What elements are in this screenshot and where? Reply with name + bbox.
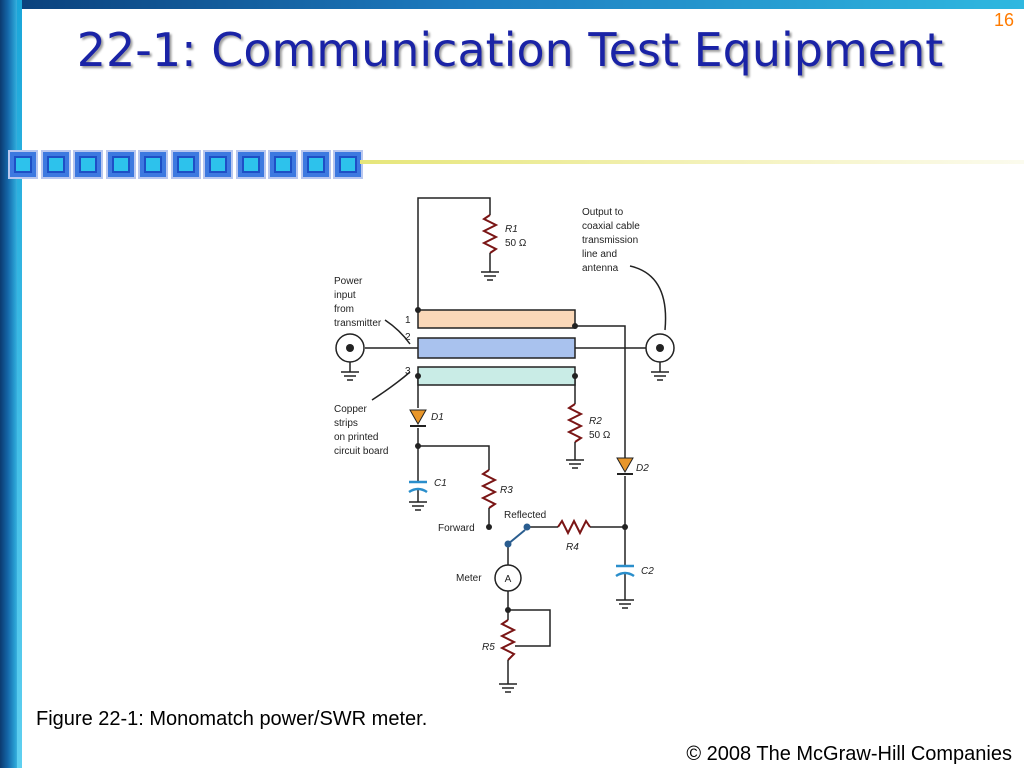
figure-caption: Figure 22-1: Monomatch power/SWR meter. [36, 708, 428, 730]
square-decoration [203, 150, 233, 179]
wire [417, 197, 491, 310]
output-note: Output to coaxial cable transmission lin… [582, 207, 643, 274]
square-decoration [300, 150, 331, 179]
left-accent-band [0, 0, 22, 768]
ground-symbols [341, 271, 669, 693]
strip-1-label: 1 [405, 315, 411, 326]
square-decoration [73, 150, 103, 179]
square-decoration [333, 150, 363, 179]
slide-number: 16 [993, 10, 1014, 30]
r4-label: R4 [566, 542, 579, 553]
square-decoration [170, 150, 201, 179]
wire [418, 445, 490, 470]
copper-strips-arrow [371, 371, 411, 401]
decorative-squares [8, 150, 366, 181]
swr-meter-circuit-diagram: A Output to coaxial cable transmission l… [334, 197, 675, 693]
meter-symbol: A [505, 574, 512, 585]
c1-capacitor-plate [408, 487, 428, 494]
output-arrow [629, 265, 667, 331]
d2-diode [616, 457, 634, 475]
d1-diode [409, 409, 427, 427]
r5-resistor [499, 619, 517, 661]
r3-resistor [480, 469, 498, 509]
junction-dots [415, 307, 628, 613]
input-coax-connector [335, 333, 365, 363]
r1-resistor [481, 214, 499, 254]
switch-contacts [504, 523, 531, 548]
copper-strips-note: Copper strips on printed circuit board [334, 404, 388, 457]
d2-label: D2 [636, 463, 649, 474]
c1-label: C1 [434, 478, 447, 489]
power-input-note: Power input from transmitter [334, 276, 382, 329]
wire [508, 609, 551, 647]
r3-label: R3 [500, 485, 513, 496]
square-decoration [138, 150, 168, 179]
square-decoration [105, 150, 136, 179]
selector-switch [507, 529, 526, 545]
slide-title: 22-1: Communication Test Equipment [76, 23, 944, 77]
top-accent-band [0, 0, 1024, 9]
r2-value: 50 Ω [589, 430, 611, 441]
copyright-notice: © 2008 The McGraw-Hill Companies [686, 743, 1012, 765]
r4-resistor [557, 518, 591, 536]
r5-label: R5 [482, 642, 495, 653]
square-decoration [235, 150, 266, 179]
copper-strip-3 [417, 366, 576, 386]
square-decoration [8, 150, 38, 179]
title-rule [360, 160, 1024, 164]
forward-label: Forward [438, 523, 475, 534]
copper-strip-1 [417, 309, 576, 329]
r1-value: 50 Ω [505, 238, 527, 249]
strip-2-label: 2 [405, 332, 411, 343]
copper-strip-2 [417, 337, 576, 359]
reflected-label: Reflected [504, 510, 546, 521]
c2-capacitor-plate [615, 571, 635, 578]
ammeter [494, 564, 522, 592]
wire [575, 325, 626, 460]
square-decoration [40, 150, 71, 179]
r1-label: R1 [505, 224, 518, 235]
power-input-arrow [384, 319, 411, 345]
output-coax-connector [645, 333, 675, 363]
d1-label: D1 [431, 412, 444, 423]
meter-label: Meter [456, 573, 482, 584]
r2-resistor [566, 403, 584, 443]
r2-label: R2 [589, 416, 602, 427]
c2-label: C2 [641, 566, 654, 577]
strip-3-label: 3 [405, 366, 411, 377]
square-decoration [268, 150, 298, 179]
